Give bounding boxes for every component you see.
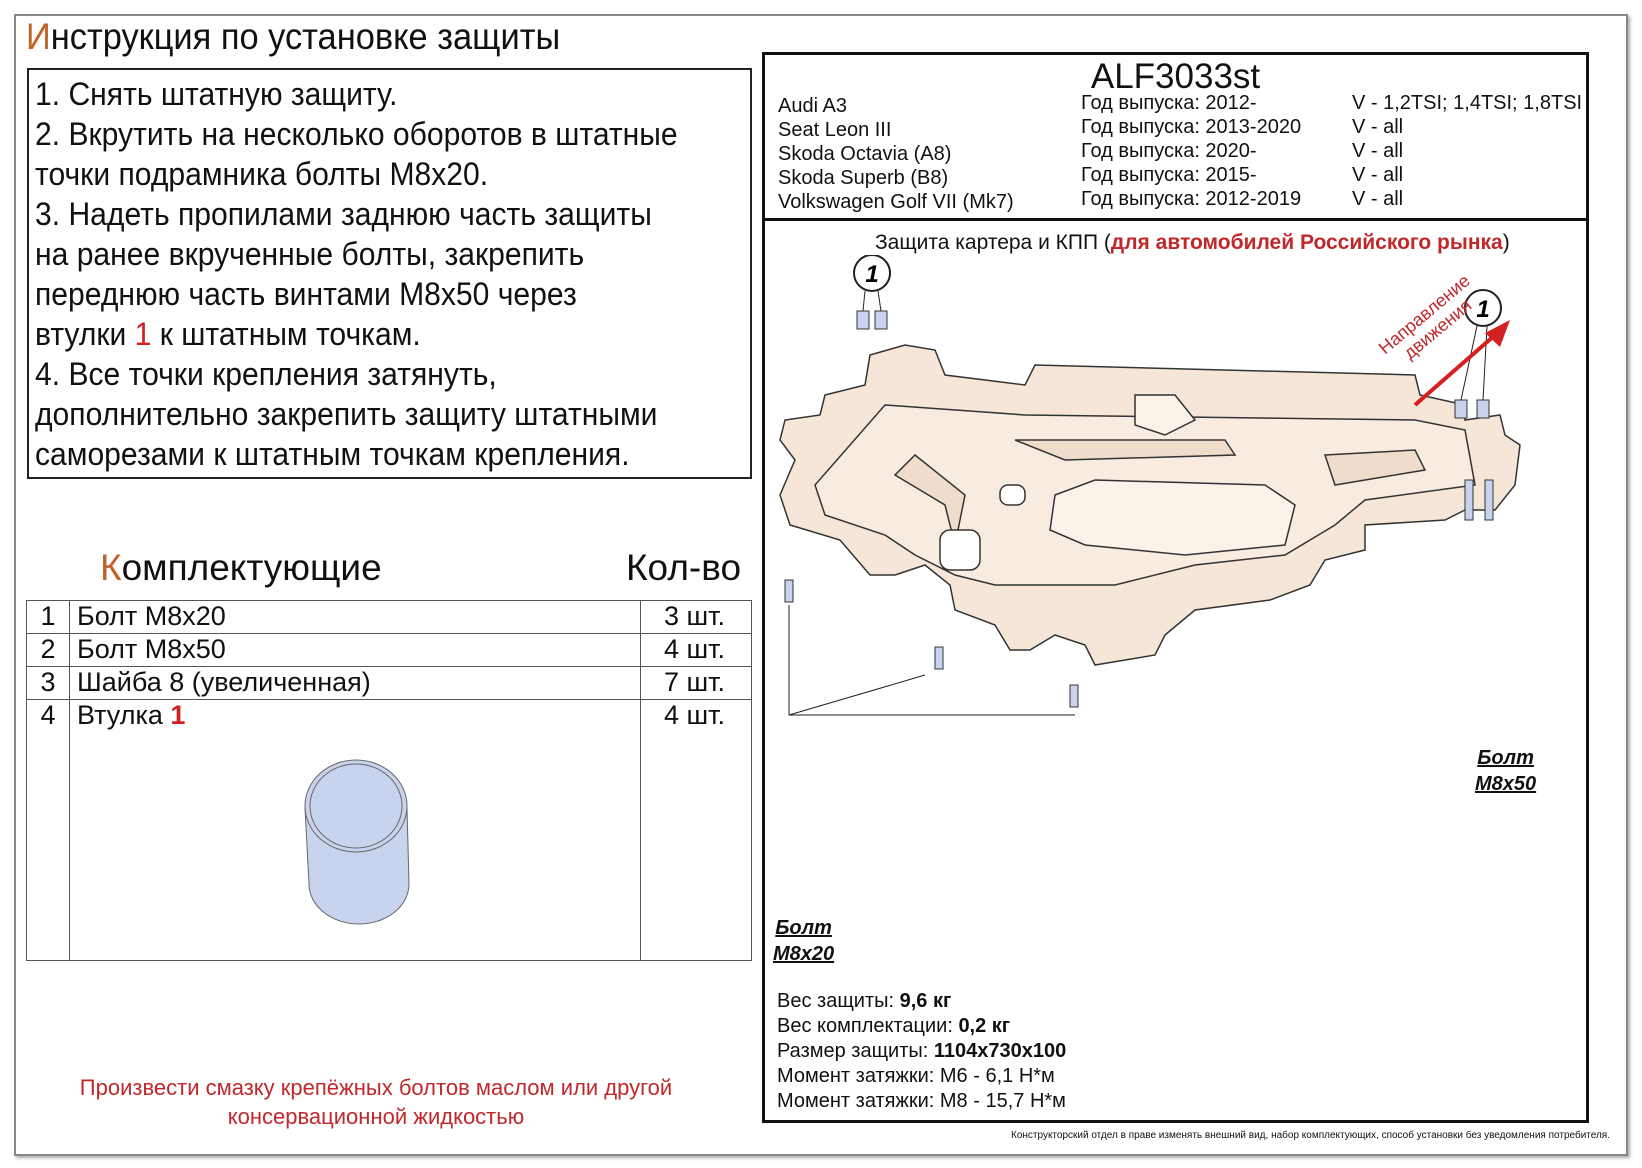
- row-qty: 4 шт.: [663, 634, 725, 664]
- row-name-text: Втулка: [77, 700, 171, 730]
- note-line: консервационной жидкостью: [227, 1104, 525, 1129]
- label-line: Болт: [1477, 747, 1534, 769]
- row-name: Шайба 8 (увеличенная): [77, 667, 371, 697]
- step-line: переднюю часть винтами М8х50 через: [35, 276, 577, 312]
- kit-title: Комплектующие: [100, 547, 382, 589]
- row-qty: 4 шт.: [663, 700, 725, 730]
- spec-label: Размер защиты:: [777, 1040, 934, 1062]
- row-number: 3: [40, 667, 56, 697]
- table-row: 4 Втулка 1 4 шт.: [27, 700, 751, 961]
- product-subtitle: Защита картера и КПП (для автомобилей Ро…: [875, 231, 1510, 255]
- step-line: на ранее вкрученные болты, закрепить: [35, 236, 585, 272]
- bushing-ref: 1: [170, 700, 186, 730]
- step-line: 4. Все точки крепления затянуть,: [35, 356, 497, 392]
- column-divider: [69, 601, 70, 960]
- column-divider: [640, 601, 641, 960]
- table-row: 2 Болт М8х50 4 шт.: [27, 634, 751, 667]
- note-line: Произвести смазку крепёжных болтов масло…: [79, 1075, 673, 1100]
- instructions-title: Инструкция по установке защиты: [26, 16, 560, 58]
- step-line: 2. Вкрутить на несколько оборотов в штат…: [35, 116, 678, 152]
- spec-weight: Вес защиты: 9,6 кг: [777, 990, 951, 1013]
- step-line: саморезами к штатным точкам крепления.: [35, 436, 630, 472]
- lubrication-note: Произвести смазку крепёжных болтов масло…: [26, 1073, 726, 1131]
- spec-label: Вес защиты:: [777, 990, 900, 1012]
- car-engine: V - all: [1352, 188, 1404, 210]
- step-line: 3. Надеть пропилами заднюю часть защиты: [35, 196, 652, 232]
- spec-value: 9,6 кг: [899, 990, 952, 1012]
- car-year: Год выпуска: 2020-: [1081, 140, 1257, 162]
- car-year: Год выпуска: 2013-2020: [1081, 116, 1302, 138]
- row-qty: 7 шт.: [663, 667, 725, 697]
- car-model: Skoda Superb (B8): [778, 167, 949, 189]
- car-year: Год выпуска: 2012-2019: [1081, 188, 1302, 210]
- callout-number: 1: [1476, 296, 1489, 323]
- spec-kit-weight: Вес комплектации: 0,2 кг: [777, 1015, 1010, 1038]
- bolt-leader-lines: [788, 605, 1075, 716]
- spec-torque-m6: Момент затяжки: М6 - 6,1 Н*м: [777, 1065, 1055, 1087]
- skid-plate-drawing: 1 1 Направление движения: [779, 255, 1521, 716]
- label-line: Болт: [775, 917, 832, 939]
- qty-title: Кол-во: [626, 547, 742, 588]
- callout-1-right: 1: [1460, 289, 1502, 401]
- callout-1-top: 1: [853, 255, 891, 312]
- title-text: нструкция по установке защиты: [50, 16, 561, 57]
- title-initial: И: [26, 16, 51, 57]
- step-text: к штатным точкам.: [151, 316, 421, 352]
- kit-table: 1 Болт М8х20 3 шт. 2 Болт М8х50 4 шт. 3 Шайба…: [26, 600, 752, 961]
- subtitle-text: Защита картера и КПП (: [875, 231, 1111, 254]
- car-engine: V - 1,2TSI; 1,4TSI; 1,8TSI: [1352, 92, 1583, 114]
- label-line: М8х20: [773, 943, 835, 965]
- spec-size: Размер защиты: 1104х730х100: [777, 1040, 1066, 1063]
- table-row: 1 Болт М8х20 3 шт.: [27, 601, 751, 634]
- subtitle-market: для автомобилей Российского рынка: [1110, 231, 1503, 254]
- row-number: 4: [40, 700, 56, 730]
- row-name: Болт М8х50: [77, 634, 226, 664]
- car-model: Skoda Octavia (A8): [778, 143, 952, 165]
- step-line: точки подрамника болты М8х20.: [35, 156, 489, 192]
- label-line: М8х50: [1475, 773, 1537, 795]
- kit-title-text: омплектующие: [121, 547, 382, 588]
- disclaimer-footer: Конструкторский отдел в праве изменять в…: [1011, 1130, 1610, 1141]
- page-frame: [14, 14, 1628, 1156]
- step-line: дополнительно закрепить защиту штатными: [35, 396, 658, 432]
- step-line: 1. Снять штатную защиту.: [35, 76, 398, 112]
- spec-torque-m8: Момент затяжки: М8 - 15,7 Н*м: [777, 1090, 1066, 1112]
- step-text: втулки: [35, 316, 135, 352]
- product-header: ALF3033st Audi A3 Год выпуска: 2012- V -…: [765, 55, 1586, 221]
- spec-label: Вес комплектации:: [777, 1015, 959, 1037]
- row-number: 1: [40, 601, 56, 631]
- instructions-box: 1. Снять штатную защиту. 2. Вкрутить на …: [27, 68, 752, 479]
- car-engine: V - all: [1352, 140, 1404, 162]
- kit-title-initial: К: [100, 547, 122, 588]
- row-name: Втулка 1: [77, 700, 185, 731]
- car-engine: V - all: [1352, 164, 1404, 186]
- product-panel: ALF3033st Audi A3 Год выпуска: 2012- V -…: [762, 52, 1589, 1123]
- car-model: Audi A3: [778, 95, 847, 117]
- mount-bolts: [784, 310, 1494, 708]
- row-number: 2: [40, 634, 56, 664]
- callout-number: 1: [865, 261, 878, 288]
- car-year: Год выпуска: 2012-: [1081, 92, 1257, 114]
- subtitle-text: ): [1502, 231, 1510, 254]
- skid-plate: [779, 344, 1521, 666]
- bushing-ref: 1: [134, 316, 152, 352]
- row-qty: 3 шт.: [663, 601, 725, 631]
- table-row: 3 Шайба 8 (увеличенная) 7 шт.: [27, 667, 751, 700]
- car-engine: V - all: [1352, 116, 1404, 138]
- step-line: втулки 1 к штатным точкам.: [35, 314, 707, 354]
- car-year: Год выпуска: 2015-: [1081, 164, 1257, 186]
- product-code: ALF3033st: [1090, 57, 1261, 96]
- spec-value: 1104х730х100: [933, 1040, 1067, 1062]
- spec-value: 0,2 кг: [958, 1015, 1011, 1037]
- bushing-image: [304, 759, 410, 925]
- row-name: Болт М8х20: [77, 601, 226, 631]
- car-model: Volkswagen Golf VII (Mk7): [778, 191, 1014, 213]
- car-model: Seat Leon III: [778, 119, 892, 141]
